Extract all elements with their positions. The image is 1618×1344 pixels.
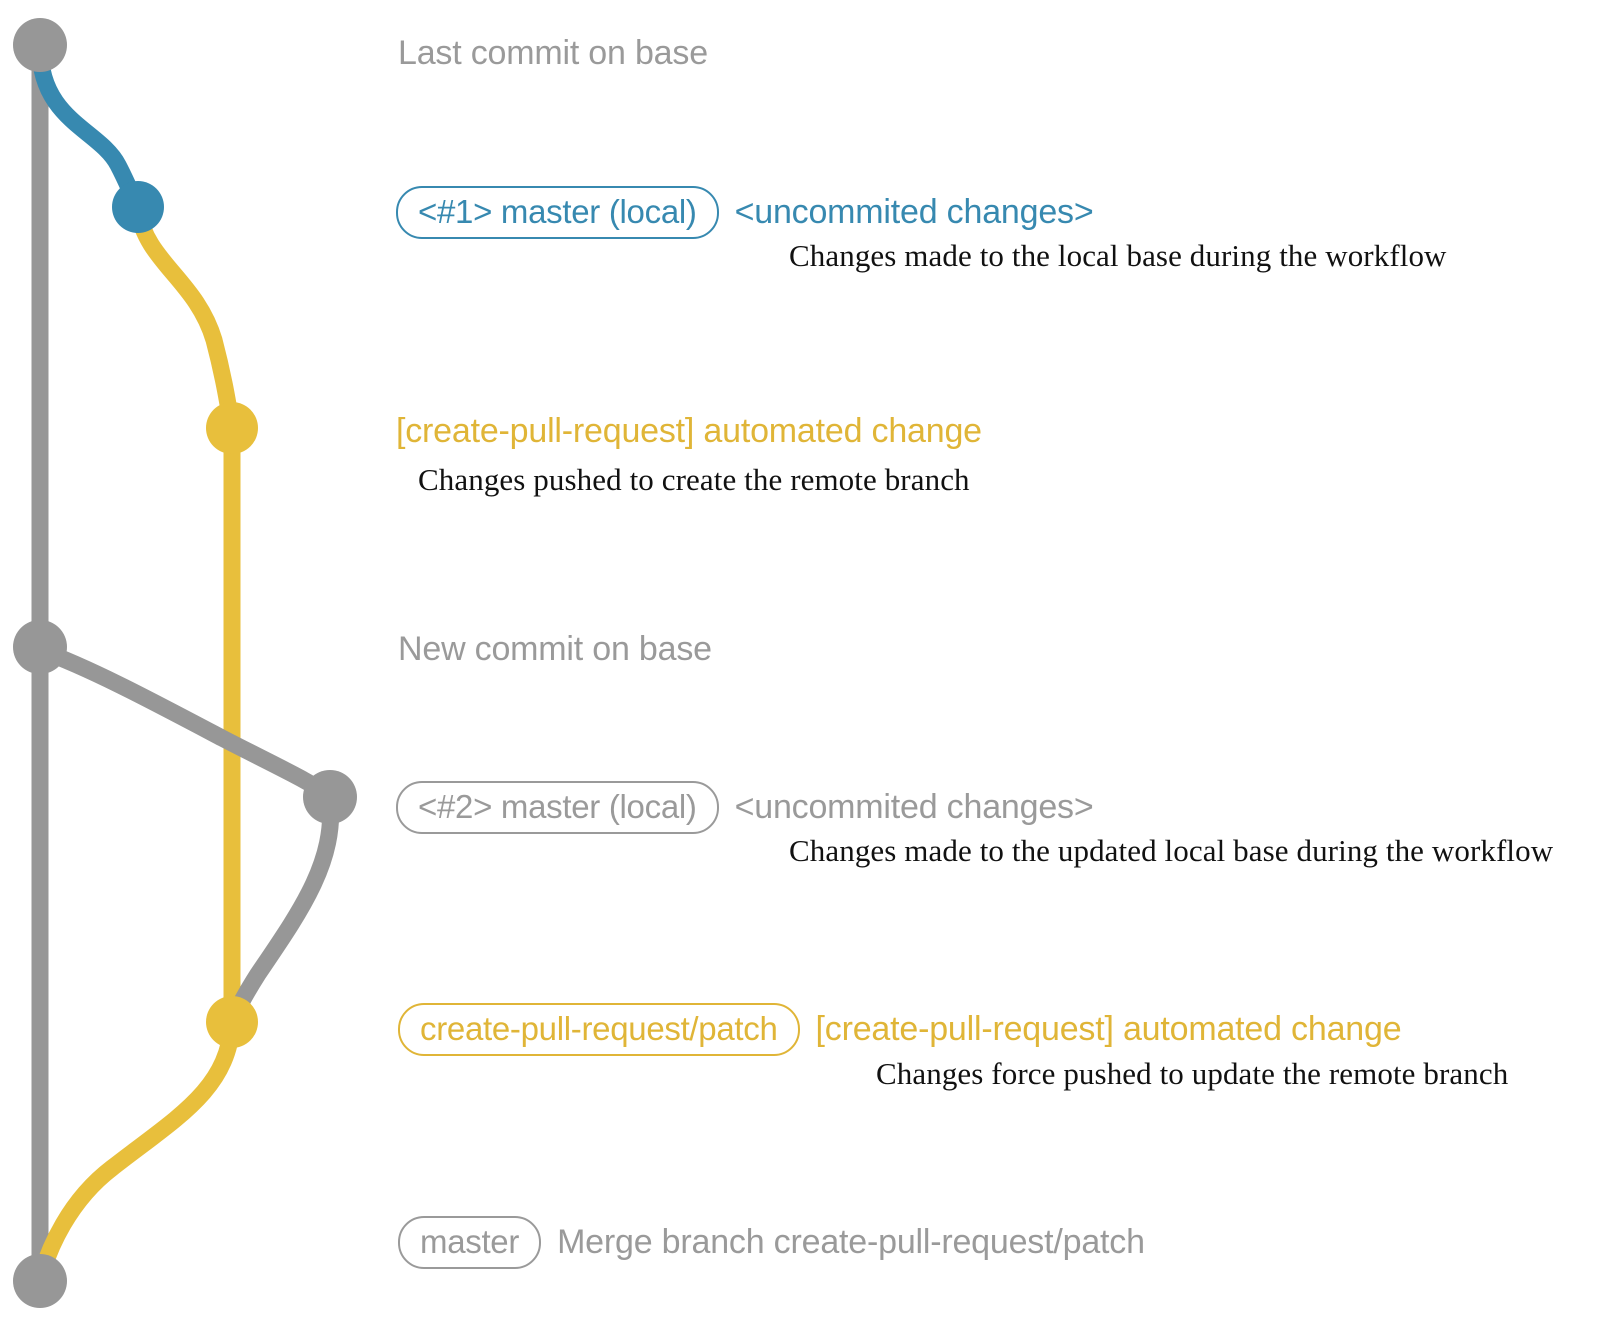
row-last-commit-on-base: Last commit on base bbox=[398, 34, 708, 73]
commit-subject-patch-1: [create-pull-request] automated change bbox=[396, 412, 982, 450]
commit-nodes bbox=[13, 18, 357, 1308]
commit-node-patch-2[interactable] bbox=[206, 996, 258, 1048]
commit-subject-local-1: <uncommited changes> bbox=[734, 193, 1094, 231]
commit-node-base-new[interactable] bbox=[13, 620, 67, 674]
commit-node-local-2[interactable] bbox=[303, 770, 357, 824]
commit-node-local-1[interactable] bbox=[112, 181, 164, 233]
commit-subject-local-2: <uncommited changes> bbox=[734, 788, 1094, 826]
commit-subject-merge: Merge branch create-pull-request/patch bbox=[557, 1223, 1145, 1261]
commit-node-patch-1[interactable] bbox=[206, 402, 258, 454]
edge-local2-to-patch2 bbox=[223, 791, 340, 1031]
commit-subject-base-new: New commit on base bbox=[398, 630, 712, 668]
commit-subject-base-last: Last commit on base bbox=[398, 34, 708, 72]
row-automated-change-1: [create-pull-request] automated change bbox=[396, 412, 982, 451]
commit-node-merge[interactable] bbox=[13, 1254, 67, 1308]
row-local-commit-1: <#1> master (local) <uncommited changes> bbox=[396, 186, 1094, 239]
edge-basenew-to-local2 bbox=[31, 641, 339, 806]
edge-local1-to-patch1 bbox=[129, 201, 241, 437]
row-automated-change-2: create-pull-request/patch [create-pull-re… bbox=[398, 1003, 1402, 1056]
edge-base-to-local1 bbox=[31, 39, 147, 216]
commit-description-local-1: Changes made to the local base during th… bbox=[789, 238, 1447, 273]
commit-node-base-last[interactable] bbox=[13, 18, 67, 72]
commit-description-local-2: Changes made to the updated local base d… bbox=[789, 833, 1554, 868]
edge-patch2-to-merge bbox=[31, 1015, 241, 1290]
branch-badge-create-pull-request-patch[interactable]: create-pull-request/patch bbox=[398, 1003, 800, 1056]
branch-badge-master-local-2[interactable]: <#2> master (local) bbox=[396, 781, 719, 834]
row-merge-commit: master Merge branch create-pull-request/p… bbox=[398, 1216, 1145, 1269]
branch-badge-master-local-1[interactable]: <#1> master (local) bbox=[396, 186, 719, 239]
commit-description-patch-1: Changes pushed to create the remote bran… bbox=[418, 462, 970, 497]
branch-badge-master[interactable]: master bbox=[398, 1216, 542, 1269]
branch-lines bbox=[31, 36, 340, 1290]
row-new-commit-on-base: New commit on base bbox=[398, 630, 712, 669]
commit-description-patch-2: Changes force pushed to update the remot… bbox=[876, 1056, 1509, 1091]
row-local-commit-2: <#2> master (local) <uncommited changes> bbox=[396, 781, 1094, 834]
commit-subject-patch-2: [create-pull-request] automated change bbox=[815, 1010, 1402, 1048]
